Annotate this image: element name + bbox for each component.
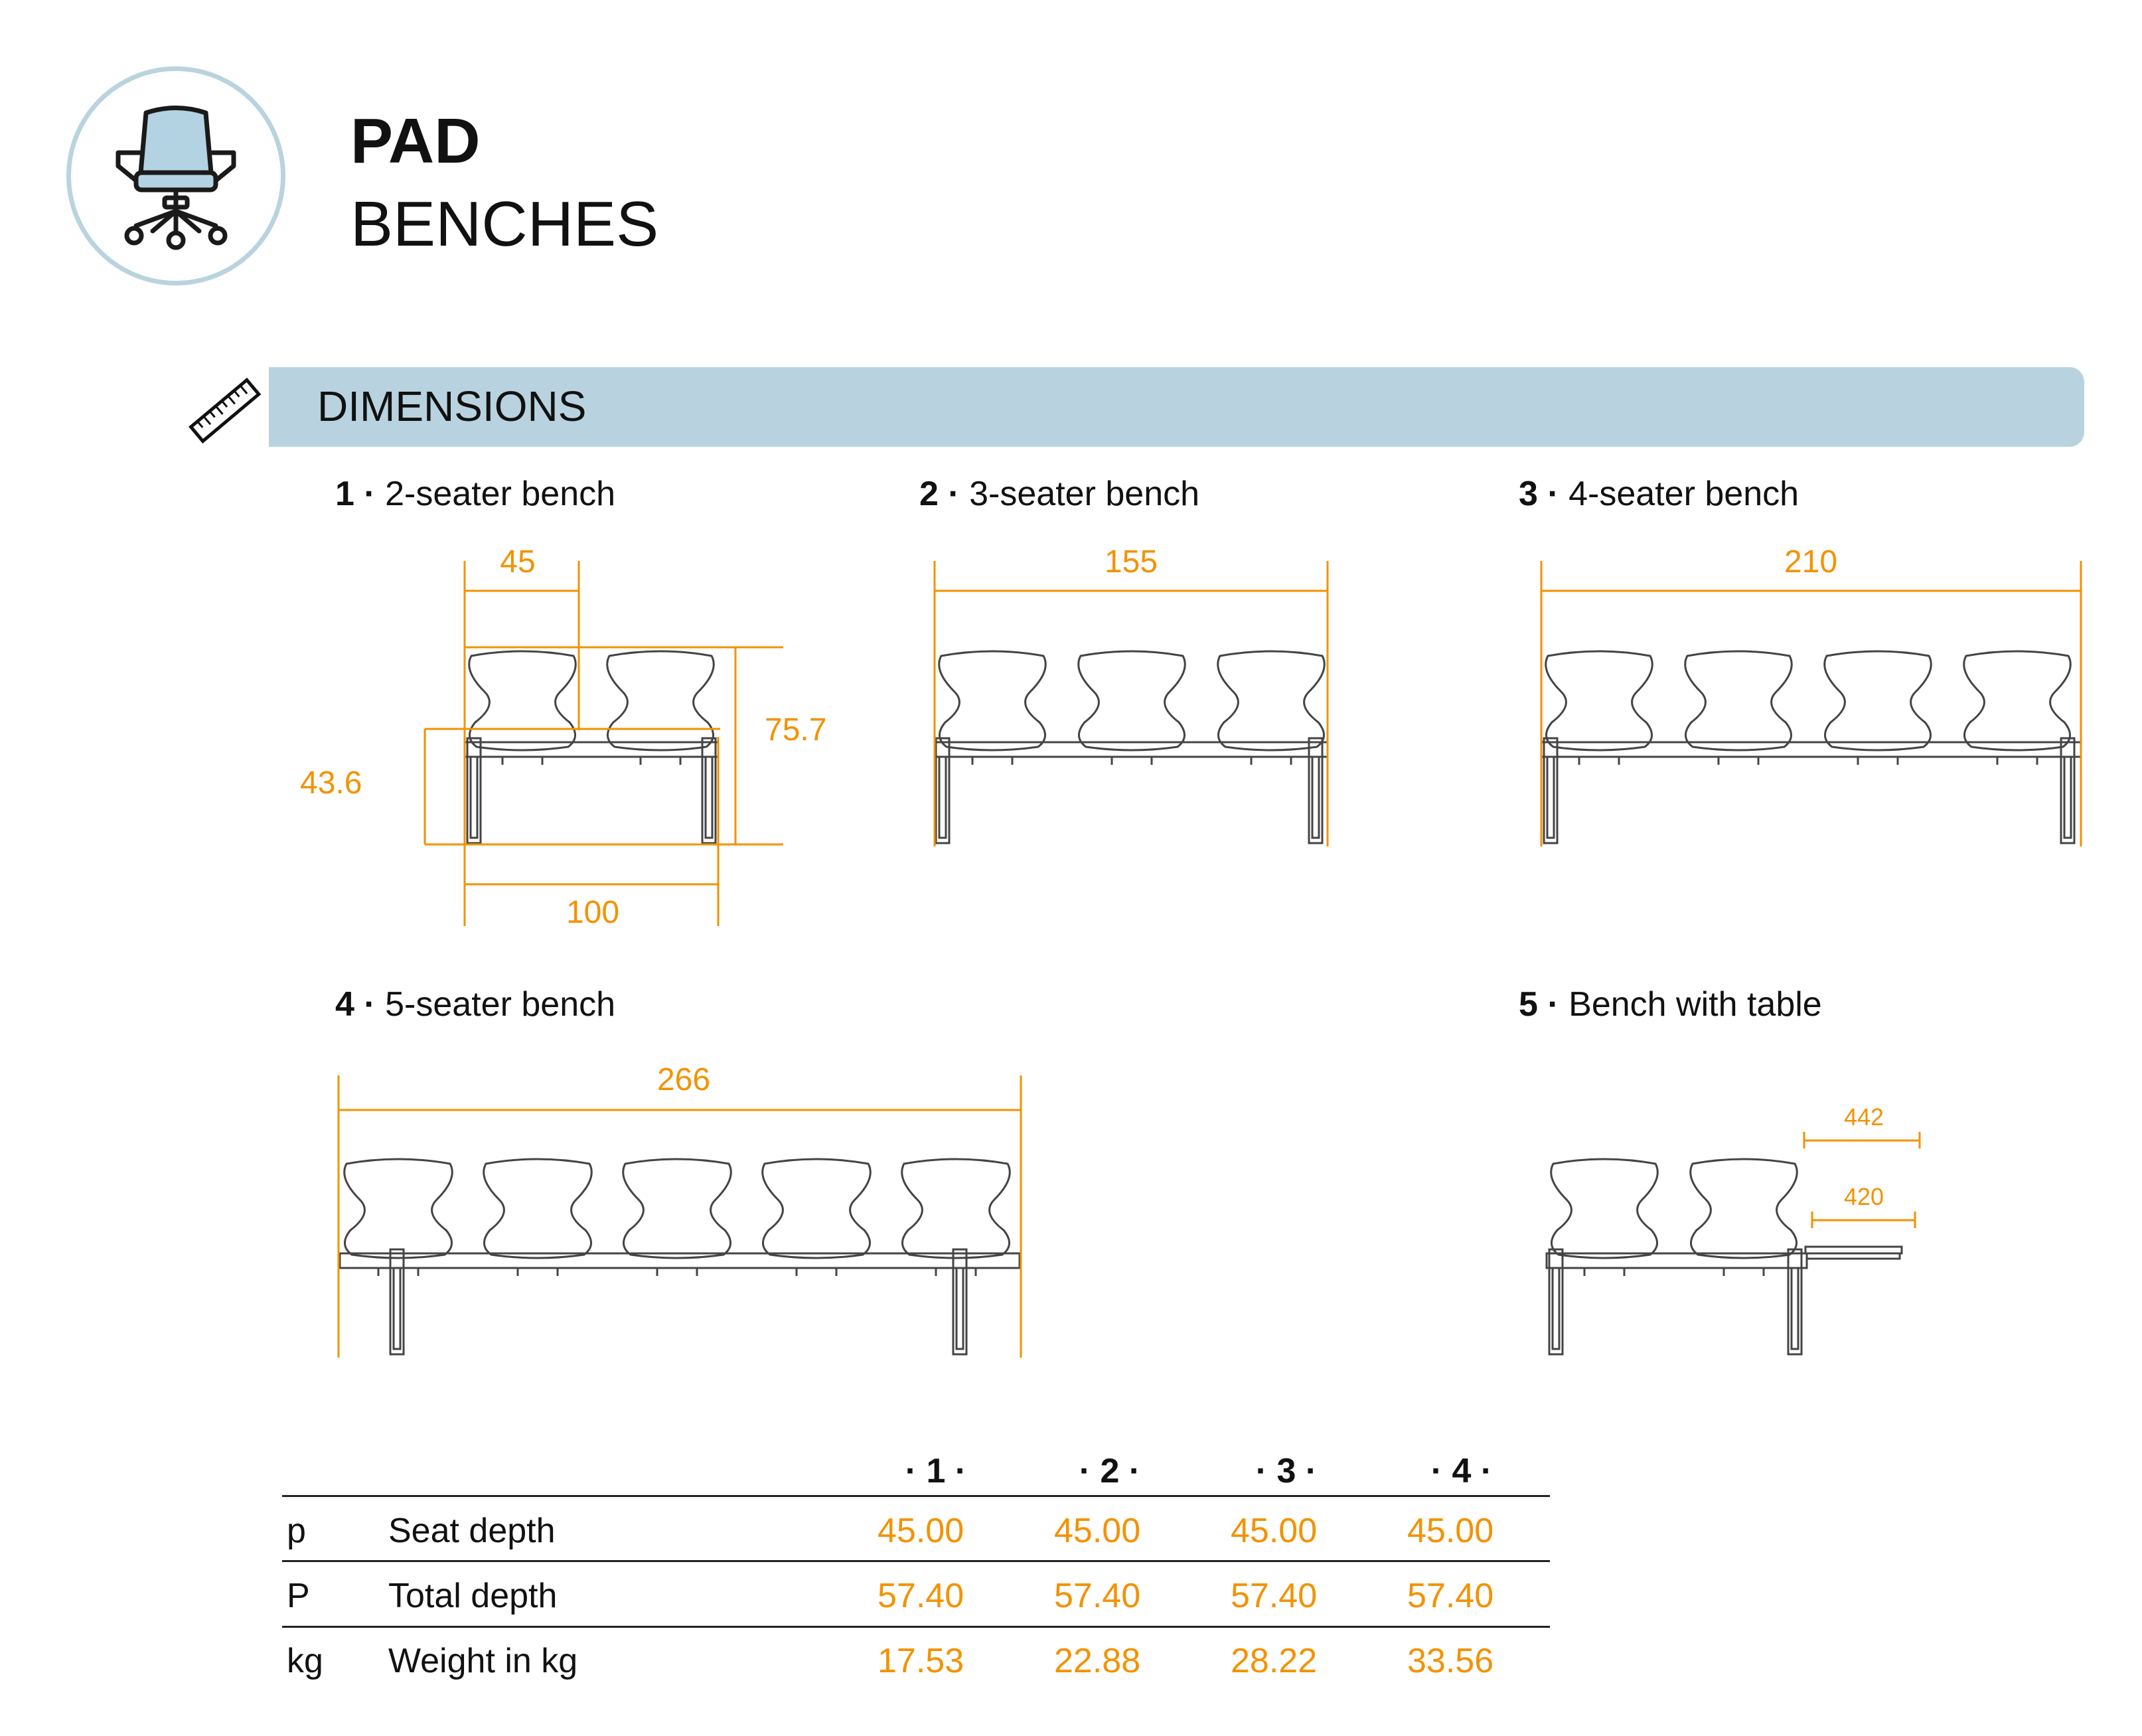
- bench-leg-inner: [1790, 1267, 1799, 1350]
- bench-leg-inner: [392, 1267, 402, 1350]
- bench-leg: [1543, 737, 1559, 844]
- bench-beam: [339, 1252, 1021, 1269]
- bench-leg-inner: [704, 755, 714, 839]
- row-symbol: kg: [287, 1642, 323, 1680]
- logo-circle: [66, 66, 285, 285]
- bench-seat: [483, 1158, 593, 1259]
- table-cell: 57.40: [878, 1577, 964, 1615]
- bench-leg: [1548, 1248, 1564, 1356]
- bench-seat: [901, 1158, 1011, 1259]
- bench-seat: [468, 650, 577, 751]
- bench-seat: [1823, 650, 1932, 751]
- bench-beam: [1545, 1252, 1808, 1269]
- table-divider: [282, 1626, 1550, 1628]
- dim-b1-total-height: 75.7: [765, 712, 826, 748]
- table-cell: 17.53: [878, 1642, 964, 1680]
- table-support: [1805, 1252, 1901, 1260]
- page-subtitle: BENCHES: [350, 189, 659, 260]
- bench-seat: [1550, 1158, 1659, 1259]
- bench-leg-inner: [938, 755, 947, 839]
- bench-leg-inner: [2063, 755, 2072, 839]
- dim-b2-length: 155: [1105, 544, 1158, 580]
- caption-2: 2 · 3-seater bench: [919, 475, 1200, 513]
- caption-4: 4 · 5-seater bench: [335, 985, 616, 1024]
- bench-leg: [1787, 1248, 1803, 1356]
- bench-seat: [1545, 650, 1653, 751]
- table-cell: 33.56: [1407, 1642, 1494, 1680]
- caption-5: 5 · Bench with table: [1519, 985, 1822, 1024]
- row-label: Weight in kg: [388, 1642, 578, 1680]
- col-header-4: · 4 ·: [1430, 1452, 1493, 1490]
- bench-leg: [935, 737, 951, 844]
- ruler-icon: [189, 377, 262, 444]
- bench-leg-inner: [1551, 1267, 1561, 1350]
- bench-seat: [761, 1158, 872, 1259]
- bench-leg: [1308, 737, 1324, 844]
- dim-b1-seat-height: 43.6: [300, 765, 362, 801]
- bench-leg: [2060, 737, 2076, 844]
- table-cell: 57.40: [1231, 1577, 1318, 1615]
- table-cell: 45.00: [1054, 1512, 1141, 1550]
- table-cell: 45.00: [1231, 1512, 1318, 1550]
- dim-b3-length: 210: [1784, 544, 1837, 580]
- bench-seat: [938, 650, 1047, 751]
- bench-leg-inner: [1311, 755, 1320, 839]
- table-cell: 57.40: [1407, 1577, 1494, 1615]
- caption-3: 3 · 4-seater bench: [1519, 475, 1799, 513]
- row-label: Seat depth: [388, 1512, 556, 1550]
- bench-seat: [622, 1158, 732, 1259]
- table-cell: 57.40: [1054, 1577, 1141, 1615]
- bench-seat: [1684, 650, 1793, 751]
- dim-b5-table-inner: 420: [1844, 1183, 1884, 1210]
- dim-b5-table-top: 442: [1844, 1103, 1884, 1131]
- bench-seat: [1963, 650, 2072, 751]
- table-divider: [282, 1495, 1550, 1497]
- col-header-1: · 1 ·: [905, 1452, 967, 1490]
- row-symbol: P: [287, 1577, 310, 1615]
- bench-leg: [389, 1248, 405, 1356]
- bench-seat: [1077, 650, 1186, 751]
- bench-seat: [1217, 650, 1326, 751]
- dim-b4-length: 266: [657, 1062, 710, 1097]
- row-symbol: p: [287, 1512, 306, 1550]
- bench-leg: [952, 1248, 968, 1356]
- table-divider: [282, 1560, 1550, 1562]
- bench-leg-inner: [955, 1267, 964, 1350]
- table-cell: 22.88: [1054, 1642, 1141, 1680]
- col-header-3: · 3 ·: [1255, 1452, 1318, 1490]
- bench-leg-inner: [469, 755, 479, 839]
- bench-seat: [606, 650, 715, 751]
- page-title: PAD: [350, 106, 481, 177]
- office-chair-icon: [115, 106, 236, 250]
- table-cell: 28.22: [1231, 1642, 1318, 1680]
- row-label: Total depth: [388, 1577, 558, 1615]
- dim-b1-seat-width: 45: [500, 544, 535, 580]
- section-title: DIMENSIONS: [317, 382, 587, 430]
- bench-leg: [701, 737, 717, 844]
- dim-b1-length: 100: [566, 895, 619, 930]
- table-cell: 45.00: [878, 1512, 964, 1550]
- section-banner: [269, 367, 2084, 447]
- bench-leg: [466, 737, 482, 844]
- caption-1: 1 · 2-seater bench: [335, 475, 616, 513]
- table-cell: 45.00: [1407, 1512, 1494, 1550]
- bench-leg-inner: [1546, 755, 1555, 839]
- bench-seat: [343, 1158, 453, 1259]
- col-header-2: · 2 ·: [1079, 1452, 1141, 1490]
- bench-seat: [1689, 1158, 1798, 1259]
